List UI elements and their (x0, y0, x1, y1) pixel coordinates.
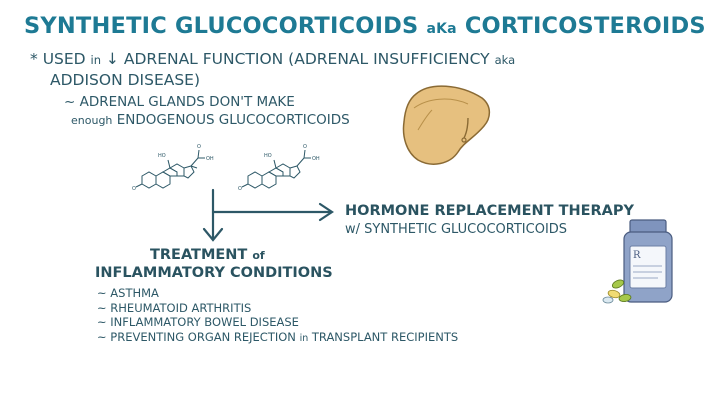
molecule-2-o: O (303, 144, 307, 150)
treatment-main: TREATMENT (150, 247, 253, 263)
treatment-title: TREATMENT of (150, 247, 265, 263)
molecule-1-o-left: O (132, 186, 136, 192)
hormone-therapy-title: HORMONE REPLACEMENT THERAPY (345, 203, 635, 219)
endogenous-line: enough ENDOGENOUS GLUCOCORTICOIDS (71, 112, 350, 128)
enough-small: enough (71, 114, 113, 127)
molecule-1-o: O (197, 144, 201, 150)
title-aka: aKa (426, 21, 457, 37)
pill-bottle-icon: R (602, 219, 673, 304)
addison-disease-line: ADDISON DISEASE) (50, 71, 201, 89)
treatment-of-small: of (252, 249, 265, 262)
page-title: SYNTHETIC GLUCOCORTICOIDS aKa CORTICOSTE… (24, 13, 706, 39)
condition-item: ~ INFLAMMATORY BOWEL DISEASE (97, 315, 299, 330)
molecule-2-oh: OH (312, 156, 320, 162)
hormone-therapy-subtitle: w/ SYNTHETIC GLUCOCORTICOIDS (345, 222, 568, 237)
adrenal-glands-line: ~ ADRENAL GLANDS DON'T MAKE (64, 94, 295, 110)
molecule-1-oh: OH (206, 156, 214, 162)
steroid-structure-2: HO O OH O (238, 144, 320, 192)
molecule-2-ho: HO (264, 153, 272, 159)
condition-item: ~ RHEUMATOID ARTHRITIS (97, 300, 252, 315)
inflammatory-conditions-title: INFLAMMATORY CONDITIONS (95, 265, 333, 281)
used-in-small: in (90, 53, 102, 67)
arrow-right-head (318, 202, 334, 222)
aka-small: aka (494, 53, 516, 67)
title-part-1: SYNTHETIC GLUCOCORTICOIDS (24, 13, 427, 39)
used-label: USED (42, 50, 91, 68)
condition-item: ~ ASTHMA (97, 286, 159, 300)
adrenal-function-text: ADRENAL FUNCTION (ADRENAL INSUFFICIENCY (118, 50, 495, 68)
arrow-down-head (202, 227, 224, 242)
endogenous-text: ENDOGENOUS GLUCOCORTICOIDS (112, 112, 350, 128)
bullet-star: * (30, 50, 38, 68)
adrenal-gland-icon (402, 85, 491, 165)
molecule-2-o-left: O (238, 186, 242, 192)
steroid-structure-1: HO O OH O (132, 144, 214, 192)
rx-label: R (633, 250, 641, 261)
condition-list: ~ ASTHMA ~ RHEUMATOID ARTHRITIS ~ INFLAM… (97, 286, 458, 346)
molecule-1-ho: HO (158, 153, 166, 159)
title-part-2: CORTICOSTEROIDS (456, 13, 706, 39)
down-arrow-icon: ↓ (105, 50, 119, 68)
condition-item: ~ PREVENTING ORGAN REJECTION in TRANSPLA… (97, 329, 459, 344)
used-in-bullet: * USED in ↓ ADRENAL FUNCTION (ADRENAL IN… (30, 50, 515, 68)
